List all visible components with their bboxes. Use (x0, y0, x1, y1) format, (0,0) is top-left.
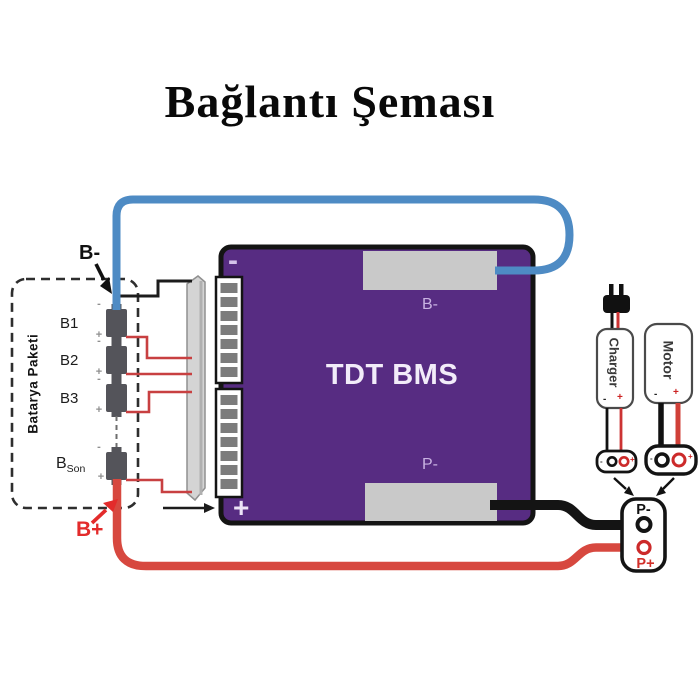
plug-insert-arrow (163, 503, 215, 513)
motor-label: Motor (660, 340, 677, 380)
page-title: Bağlantı Şeması (164, 76, 496, 127)
bminus-blue-wire (112, 195, 574, 310)
motor-to-output-arrow (656, 477, 675, 496)
battery-pack-label: Batarya Paketi (25, 333, 41, 434)
balance-wires-red (126, 335, 192, 494)
bms-bminus-pad (363, 251, 497, 290)
output-pminus-label: P- (636, 502, 651, 518)
terminal-plus-mark: + (97, 471, 105, 483)
battery-cells (106, 304, 127, 485)
cell-label-b2: B2 (60, 352, 79, 369)
bms-title: TDT BMS (325, 359, 459, 391)
motor-connector-plus: + (688, 452, 693, 461)
battery-cell-b3 (106, 379, 127, 417)
cell-label-bson-base: B (56, 455, 67, 472)
battery-cell-b2 (106, 341, 127, 379)
terminal-minus-mark: - (97, 335, 101, 347)
bplus-red-wire (112, 479, 638, 571)
charger-to-output-arrow (613, 477, 634, 496)
bms-board (218, 244, 536, 526)
charger-minus-mark: - (603, 394, 607, 405)
bms-corner-plus: + (233, 492, 250, 523)
charger-connector-plus: + (630, 455, 635, 464)
terminal-minus-mark: - (97, 373, 101, 385)
bminus-pointer-arrow (94, 263, 112, 294)
motor-connector-minus: - (650, 454, 653, 463)
bminus-wire-label: B- (79, 242, 101, 264)
bms-pminus-pad-label: P- (422, 456, 438, 473)
output-pplus-label: P+ (636, 556, 655, 572)
cell-label-bson: BSon (56, 455, 86, 475)
bplus-wire-label: B+ (76, 518, 104, 541)
charger-plus-mark: + (617, 392, 623, 403)
bms-top-pins (220, 283, 238, 377)
terminal-minus-mark: - (97, 441, 101, 453)
bms-pminus-pad (365, 483, 497, 521)
motor-minus-mark: - (654, 389, 658, 400)
motor-output-wires (658, 403, 681, 447)
motor-connector (644, 444, 698, 476)
cell-label-b1: B1 (60, 315, 79, 332)
motor-plus-mark: + (673, 387, 679, 398)
pminus-black-wire (490, 500, 638, 530)
charger-connector-minus: - (600, 457, 603, 466)
bms-bminus-pad-label: B- (422, 296, 438, 313)
bms-corner-minus: - (228, 244, 238, 277)
charger-connector (595, 449, 638, 474)
charger-plug (603, 284, 630, 330)
battery-pack-box (10, 277, 140, 510)
terminal-plus-mark: + (95, 366, 103, 378)
terminal-minus-mark: - (97, 298, 101, 310)
cell-label-b3: B3 (60, 390, 79, 407)
bms-bottom-pins (220, 395, 238, 489)
output-connector (620, 497, 667, 573)
terminal-plus-mark: + (95, 404, 103, 416)
balance-wire-bminus (117, 279, 192, 298)
charger-output-wires (605, 408, 623, 452)
cell-label-bson-sub: Son (66, 463, 86, 475)
motor-box (643, 322, 694, 405)
charger-box (595, 327, 635, 410)
bplus-pointer-arrow (90, 499, 118, 525)
terminal-plus-mark: + (95, 329, 103, 341)
charger-label: Charger (606, 337, 622, 388)
